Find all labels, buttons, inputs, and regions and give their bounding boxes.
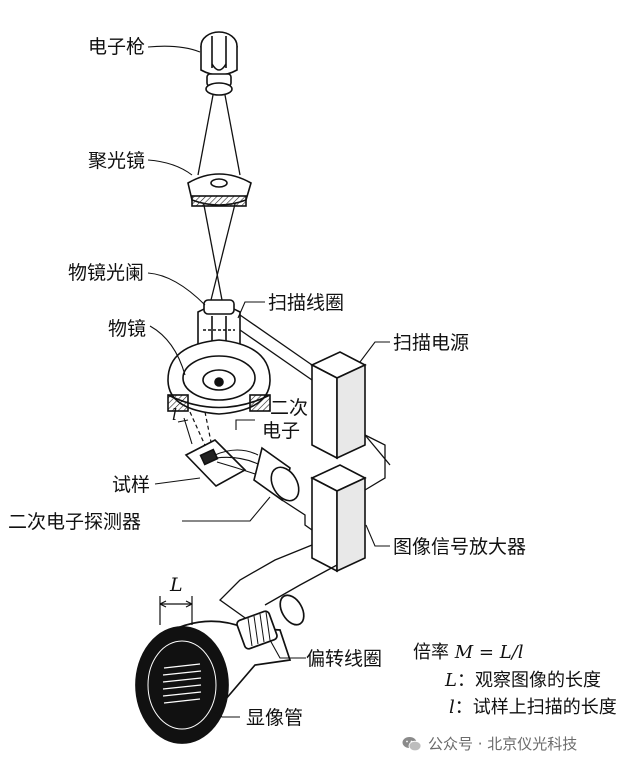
label-electron-gun: 电子枪 [88, 36, 146, 58]
secondary-electron-paths [214, 419, 261, 476]
watermark-text: 公众号 · 北京仪光科技 [428, 735, 578, 753]
dimension-L [159, 596, 193, 625]
wechat-icon [402, 736, 422, 752]
label-dimension-l: l [172, 405, 178, 424]
label-display-tube: 显像管 [246, 707, 304, 729]
label-dimension-L: L [170, 574, 183, 596]
label-scan-coil: 扫描线圈 [268, 292, 345, 314]
formula-prefix: 倍率 [413, 642, 449, 663]
objective-lens [167, 339, 271, 415]
electron-beam [197, 94, 241, 301]
formula-l-desc: ：试样上扫描的长度 [454, 697, 617, 718]
formula-L-symbol: L [445, 670, 457, 691]
electron-gun [200, 31, 238, 96]
label-scan-power-supply: 扫描电源 [393, 332, 470, 354]
formula-expression: M = L/l [454, 642, 524, 663]
display-tube [135, 594, 305, 744]
dimension-l [177, 417, 193, 445]
label-sample: 试样 [112, 474, 151, 496]
wiring [218, 314, 391, 621]
label-image-signal-amplifier: 图像信号放大器 [393, 536, 527, 558]
label-objective-aperture: 物镜光阑 [68, 262, 145, 284]
formula-l-symbol: l [449, 697, 455, 718]
formula-l-line: l：试样上扫描的长度 [449, 697, 617, 719]
watermark: 公众号 · 北京仪光科技 [402, 733, 577, 754]
label-condenser-lens: 聚光镜 [88, 150, 146, 172]
formula-magnification: 倍率 M = L/l [413, 642, 523, 664]
formula-L-desc: ：观察图像的长度 [456, 670, 601, 691]
label-deflection-coil: 偏转线圈 [306, 648, 383, 670]
sample [184, 439, 247, 487]
condenser-lens [187, 173, 252, 207]
scan-power-supply-box [310, 351, 367, 460]
label-objective-lens: 物镜 [108, 318, 147, 340]
secondary-electron-detector [253, 446, 300, 502]
leader-lines [147, 45, 390, 718]
label-secondary-electron-detector: 二次电子探测器 [8, 511, 142, 533]
label-secondary-electron-line1: 二次 [270, 397, 309, 419]
image-signal-amplifier-box [310, 464, 367, 573]
label-secondary-electron-line2: 电子 [262, 420, 301, 442]
formula-L-line: L：观察图像的长度 [445, 670, 601, 692]
